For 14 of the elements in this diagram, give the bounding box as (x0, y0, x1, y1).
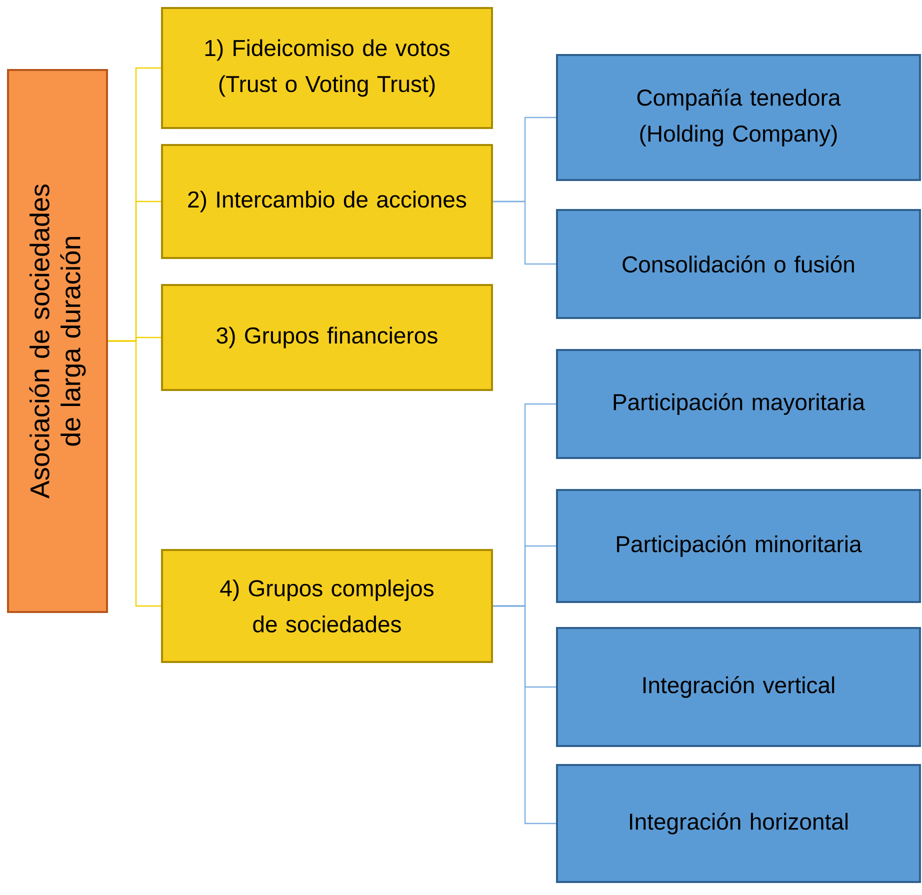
vertical-label-box: Asociación de sociedades de larga duración (7, 69, 108, 613)
item-box: Participación mayoritaria (556, 349, 921, 459)
item-box: Consolidación o fusión (556, 209, 921, 319)
category-box: 2) Intercambio de acciones (161, 144, 493, 259)
category-box: 4) Grupos complejos de sociedades (161, 549, 493, 663)
item-box: Participación minoritaria (556, 489, 921, 603)
item-box: Integración vertical (556, 627, 921, 747)
item-box: Compañía tenedora (Holding Company) (556, 54, 921, 181)
item-box: Integración horizontal (556, 764, 921, 883)
category-box: 1) Fideicomiso de votos (Trust o Voting Trust) (161, 7, 493, 129)
connector-line (108, 340, 161, 607)
category-box: 3) Grupos financieros (161, 284, 493, 391)
connector-line (493, 605, 556, 824)
connector-line (493, 200, 556, 265)
